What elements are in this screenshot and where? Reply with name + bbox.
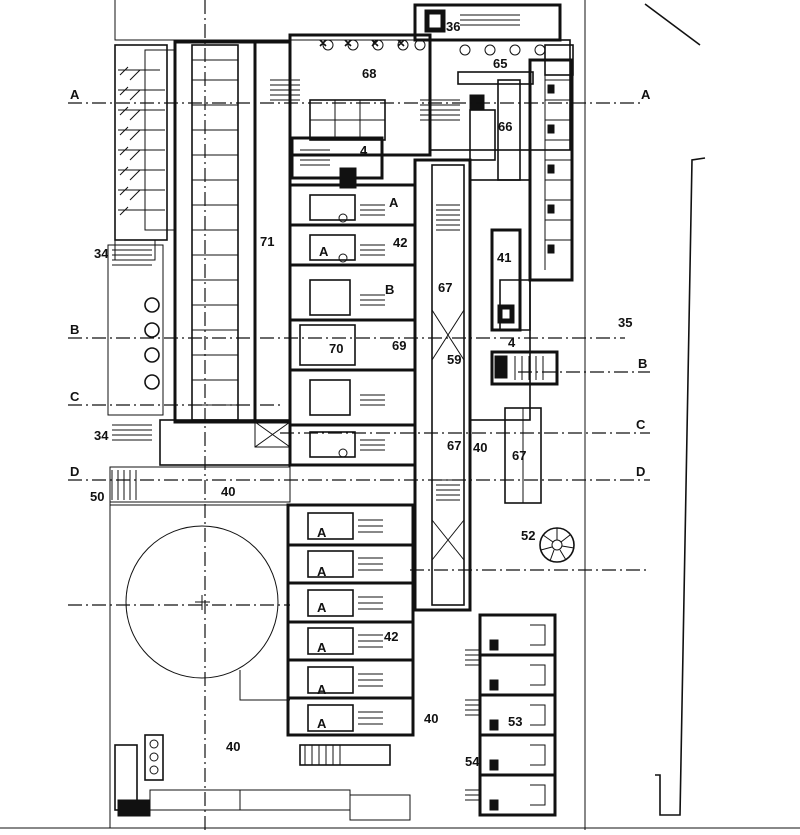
lower-right-units: [465, 613, 557, 817]
room-label-34-upper: 34: [94, 246, 109, 261]
spiral-stair-52: [539, 527, 575, 563]
room-label-68: 68: [362, 66, 376, 81]
room-label-67-island: 67: [512, 448, 526, 463]
room-label-4-lower: 4: [508, 335, 516, 350]
section-marker-c-right: C: [636, 417, 646, 432]
section-marker-a-right: A: [641, 87, 651, 102]
room-number-labels: 36 68 65 66 4 71 42 41 67 35 70 69 59 4 …: [90, 19, 632, 769]
unit-label-a-3: A: [317, 525, 327, 540]
room-label-4-upper: 4: [360, 143, 368, 158]
section-marker-c-left: C: [70, 389, 80, 404]
room-label-36: 36: [446, 19, 460, 34]
section-marker-b-right: B: [638, 356, 647, 371]
section-marker-a-left: A: [70, 87, 80, 102]
circular-plaza: [125, 525, 279, 679]
block-71: [173, 40, 300, 424]
room-label-69: 69: [392, 338, 406, 353]
island-67: [504, 407, 542, 504]
room-label-59: 59: [447, 352, 461, 367]
top-restaurant-block: [288, 3, 574, 189]
room-label-66: 66: [498, 119, 512, 134]
section-marker-labels: A A B B C C D D: [70, 87, 651, 479]
room-label-40-lower-corridor: 40: [424, 711, 438, 726]
room-label-67-middle: 67: [447, 438, 461, 453]
section-marker-d-right: D: [636, 464, 645, 479]
room-label-42-upper: 42: [393, 235, 407, 250]
room-label-67-upper: 67: [438, 280, 452, 295]
room-label-40-corridor: 40: [473, 440, 487, 455]
left-hatched-wing: [107, 44, 176, 416]
room-label-41: 41: [497, 250, 511, 265]
unit-label-b-1: B: [385, 282, 394, 297]
room-label-34-lower: 34: [94, 428, 109, 443]
unit-label-a-7: A: [317, 682, 327, 697]
core-4-lower: [490, 350, 559, 386]
room-label-50: 50: [90, 489, 104, 504]
room-label-70: 70: [329, 341, 343, 356]
right-room-strip: [490, 58, 574, 332]
room-label-54: 54: [465, 754, 480, 769]
unit-label-a-4: A: [317, 564, 327, 579]
section-marker-d-left: D: [70, 464, 79, 479]
section-marker-b-left: B: [70, 322, 79, 337]
section-axes: [68, 0, 650, 830]
room-label-65: 65: [493, 56, 507, 71]
room-label-52: 52: [521, 528, 535, 543]
unit-label-a-8: A: [317, 716, 327, 731]
room-label-40-band: 40: [221, 484, 235, 499]
room-label-40-plaza: 40: [226, 739, 240, 754]
unit-label-a-5: A: [317, 600, 327, 615]
room-label-71: 71: [260, 234, 274, 249]
room-label-35: 35: [618, 315, 632, 330]
unit-label-a-1: A: [389, 195, 399, 210]
room-label-42-lower: 42: [384, 629, 398, 644]
room-label-53: 53: [508, 714, 522, 729]
upper-apartment-stack: [288, 183, 417, 467]
lower-apartment-stack: [286, 503, 415, 766]
unit-label-a-2: A: [319, 244, 329, 259]
unit-label-a-6: A: [317, 640, 327, 655]
unit-type-labels: A A B A A A A A A: [317, 195, 399, 731]
bottom-left-details: [109, 249, 411, 821]
